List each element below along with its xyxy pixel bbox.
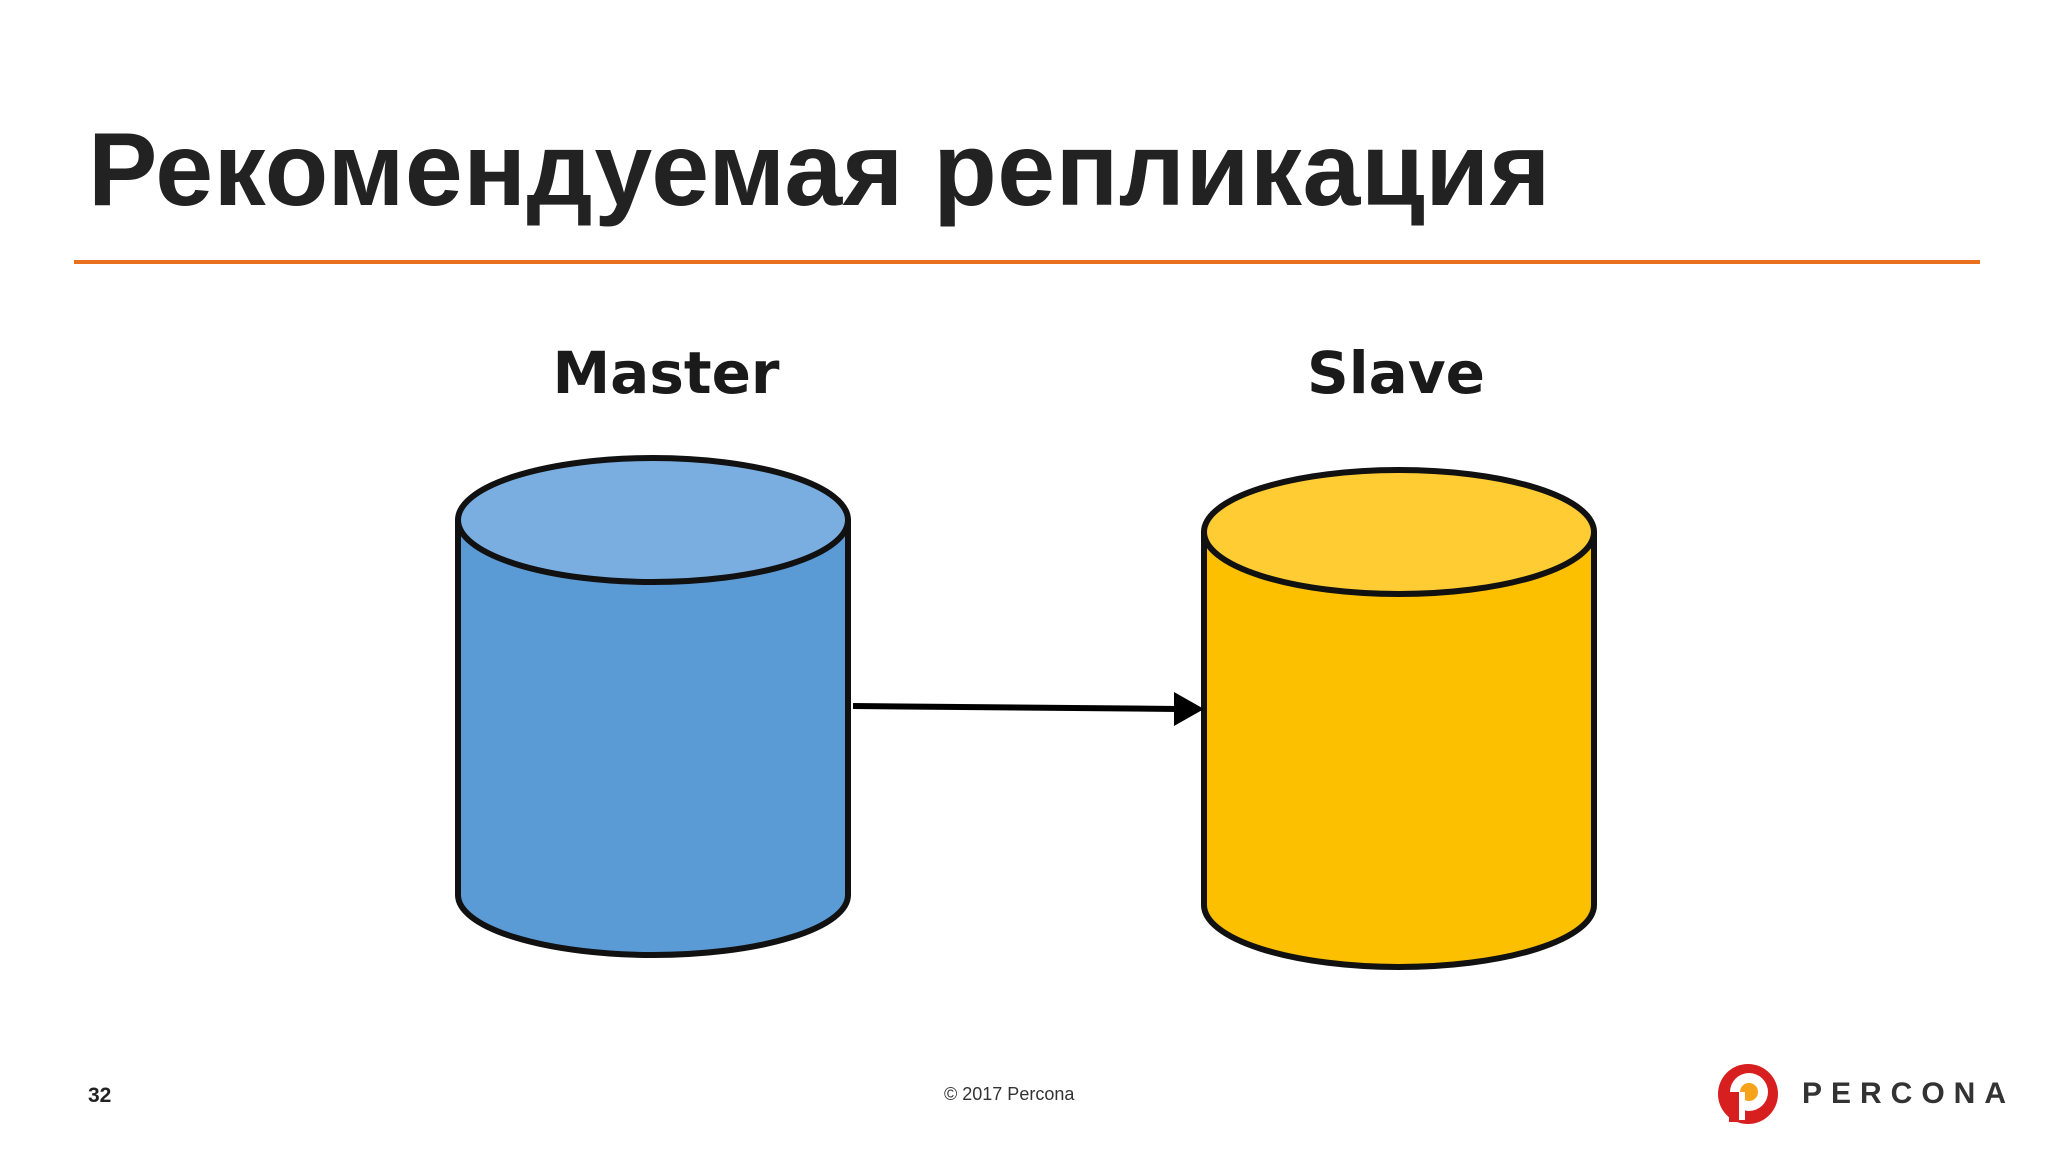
percona-logo-icon [1718,1064,1778,1124]
slave-label: Slave [1307,339,1485,407]
master-cylinder-top [455,455,851,585]
slave-cylinder-icon [1201,467,1597,970]
percona-logo-text: PERCONA [1802,1077,2016,1110]
slave-cylinder-top [1201,467,1597,597]
page-number: 32 [88,1084,112,1107]
slave-cylinder-body [1201,529,1597,970]
percona-logo: PERCONA [1716,1062,2015,1126]
copyright-text: © 2017 Percona [944,1084,1075,1104]
master-cylinder-body [455,517,851,958]
title-divider [74,260,1980,264]
replication-arrow-icon [852,692,1204,726]
slide-title: Рекомендуемая репликация [88,112,1551,228]
master-cylinder-icon [455,455,851,958]
master-label: Master [552,339,779,407]
